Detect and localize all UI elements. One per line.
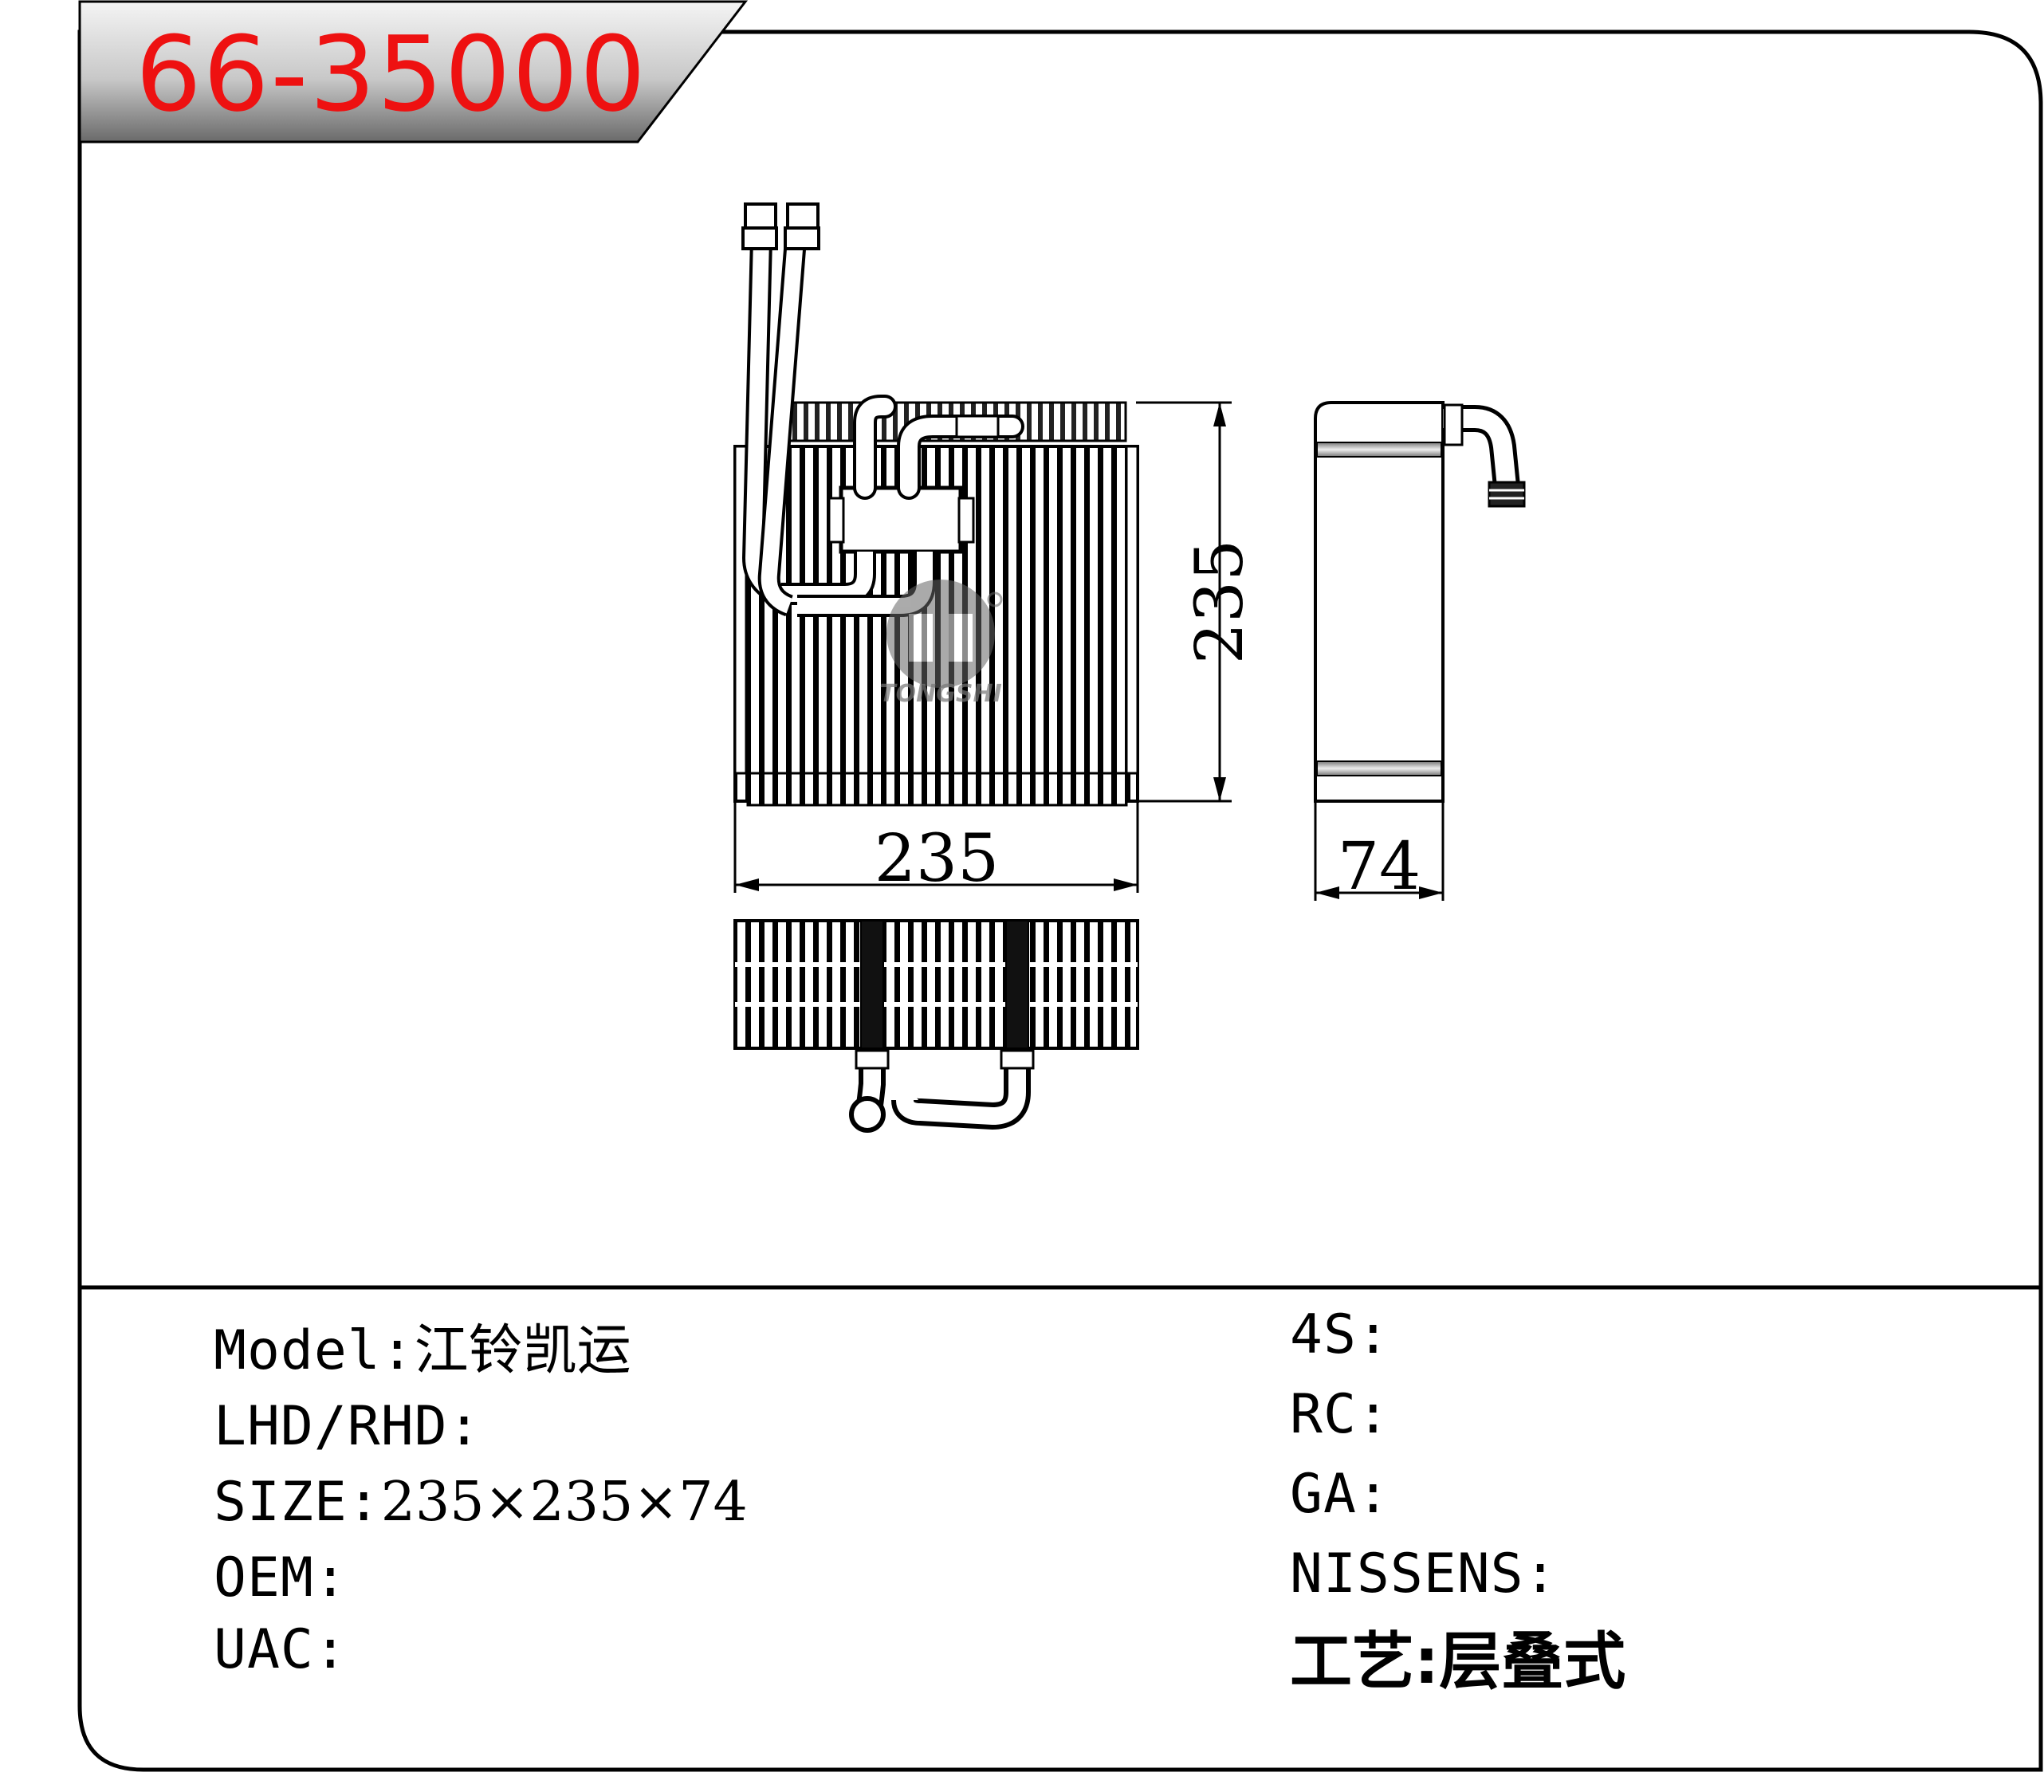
depth-label: 74 [1338, 829, 1421, 905]
bottom-ledge [746, 772, 1128, 807]
spec-oem: OEM: [214, 1546, 348, 1609]
depth-dimension: 74 [1314, 801, 1445, 905]
spec-model: Model:江铃凯运 [214, 1319, 631, 1382]
height-dimension: 235 [1136, 401, 1258, 803]
width-label: 235 [875, 821, 1000, 897]
spec-uac: UAC: [214, 1618, 348, 1681]
outer-border [77, 29, 2043, 1772]
brand-watermark-text: TONGSHI [879, 680, 1002, 708]
spec-ga: GA: [1290, 1463, 1390, 1526]
side-top-band [1316, 442, 1442, 458]
spec-4s: 4S: [1290, 1303, 1390, 1366]
side-fitting [1488, 481, 1526, 508]
height-label: 235 [1182, 540, 1258, 665]
side-view [1314, 401, 1526, 803]
title-tab [78, 0, 749, 143]
spec-lhd-rhd: LHD/RHD: [214, 1395, 482, 1458]
side-bottom-band [1316, 760, 1442, 776]
brand-logo [886, 580, 1003, 688]
spec-process: 工艺:层叠式 [1290, 1626, 1626, 1698]
side-body [1314, 401, 1445, 803]
front-view: TONGSHI [733, 202, 1139, 807]
spec-rc: RC: [1290, 1383, 1390, 1446]
spec-size: SIZE:235×235×74 [214, 1471, 748, 1534]
width-dimension: 235 [733, 801, 1139, 897]
spec-nissens: NISSENS: [1290, 1542, 1558, 1605]
fitting-left [744, 202, 777, 230]
right-side-plate [1125, 445, 1139, 775]
top-view [733, 919, 1139, 1133]
part-number-title: 66-35000 [136, 14, 647, 135]
top-view-core [733, 919, 1139, 1050]
fitting-right [786, 202, 820, 230]
